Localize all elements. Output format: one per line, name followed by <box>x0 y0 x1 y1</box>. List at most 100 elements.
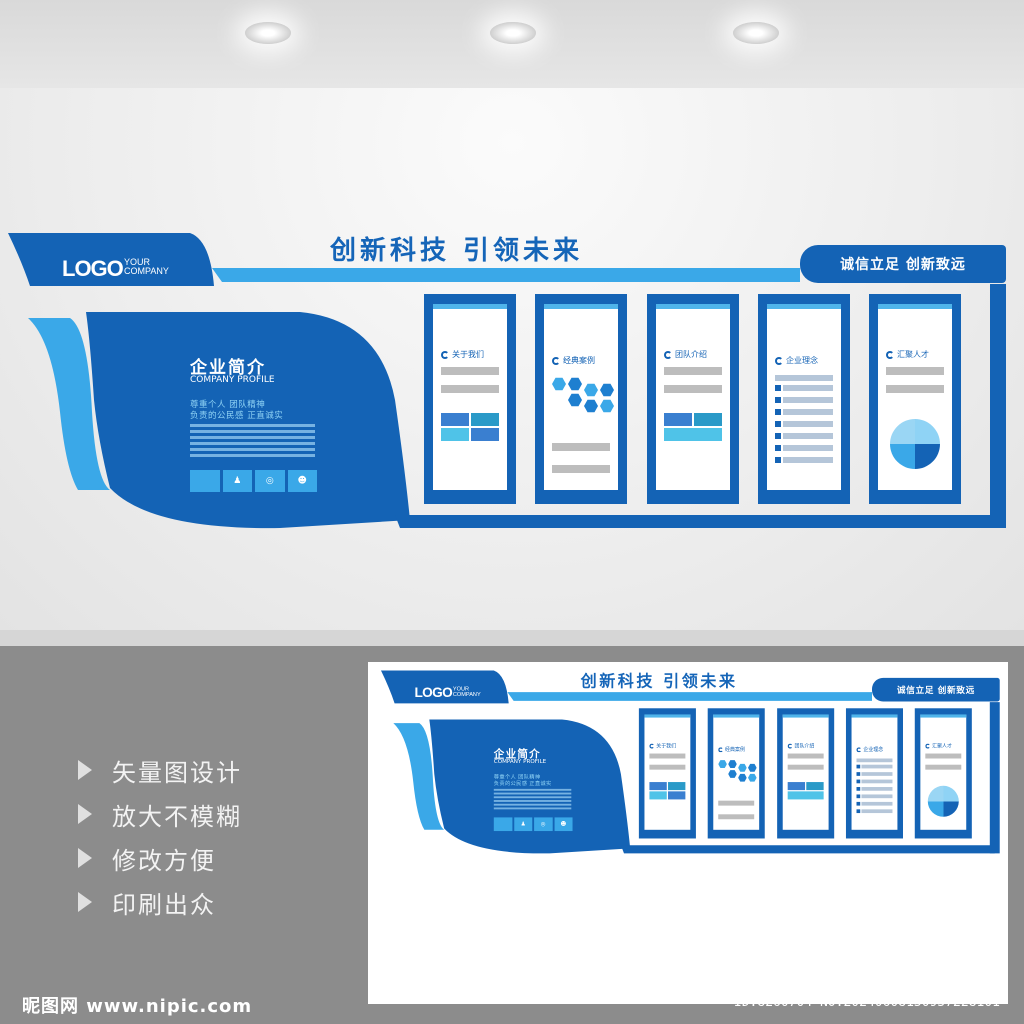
intro-title: 企业简介 <box>190 358 266 378</box>
feature-item: 印刷出众 <box>78 880 242 924</box>
panel-team: 团队介绍 <box>647 294 739 504</box>
intro-subtitle: COMPANY PROFILE <box>190 375 275 385</box>
logo-sub-line: COMPANY <box>452 690 481 698</box>
triangle-icon <box>78 804 92 824</box>
intro-title: 企业简介 <box>493 747 541 761</box>
base-rail <box>620 845 995 854</box>
right-rail <box>989 702 1000 854</box>
left-strip <box>28 318 110 490</box>
site-watermark: 昵图网 www.nipic.com <box>22 996 253 1017</box>
logo-sub-line: COMPANY <box>124 266 169 276</box>
ceiling <box>0 0 1024 88</box>
spotlight <box>733 22 779 44</box>
logo-text: LOGO <box>414 684 453 701</box>
intro-line: 尊重个人 团队精神 <box>493 774 541 781</box>
logo-sub-line: YOUR <box>124 257 151 267</box>
intro-line: 负责的公民感 正直诚实 <box>190 411 284 421</box>
ring-icon <box>718 747 724 752</box>
culture-wall-design-preview: 创新科技 引领未来 诚信立足 创新致远 LOGO YOUR COMPANY 企业… <box>376 662 1008 861</box>
team-icon: ☻ <box>554 817 573 832</box>
triangle-icon <box>78 848 92 868</box>
logo-tab <box>380 670 509 704</box>
panel-label: 关于我们 <box>452 350 484 359</box>
intro-icon-bar: ♟ ◎ ☻ <box>190 470 317 492</box>
panel-label: 经典案例 <box>725 746 745 753</box>
logo-sub-line: YOUR <box>452 685 470 692</box>
globe-icon: ◎ <box>534 817 553 832</box>
ring-icon <box>441 350 449 359</box>
logo-text: LOGO <box>62 256 124 281</box>
panel-talent: 汇聚人才 <box>914 708 972 839</box>
logo-tab <box>8 233 214 286</box>
intro-paragraph-placeholder <box>190 424 315 460</box>
wall-shapes <box>8 233 1006 529</box>
slogan-banner: 诚信立足 创新致远 <box>872 677 1000 702</box>
panel-about: 关于我们 <box>638 708 696 839</box>
ring-icon <box>664 350 672 359</box>
person-icon: ♟ <box>513 817 533 832</box>
panel-philosophy: 企业理念 <box>845 708 903 839</box>
triangle-icon <box>78 892 92 912</box>
spotlight <box>490 22 536 44</box>
exhibition-scene: 创新科技 引领未来 诚信立足 创新致远 LOGO YOUR COMPANY 企业… <box>0 0 1024 630</box>
logo-subtext: YOUR COMPANY <box>124 258 169 276</box>
title-underline <box>212 268 800 282</box>
intro-icon-bar: ♟ ◎ ☻ <box>493 817 573 832</box>
ring-icon <box>552 356 560 365</box>
ring-icon <box>775 356 783 365</box>
panel-label: 汇聚人才 <box>932 743 952 749</box>
feature-list: 矢量图设计 放大不模糊 修改方便 印刷出众 <box>78 748 242 924</box>
panel-label: 汇聚人才 <box>897 350 929 359</box>
team-icon: ☻ <box>287 470 317 492</box>
panel-cases: 经典案例 <box>707 708 765 839</box>
person-icon: ♟ <box>222 470 252 492</box>
feature-item: 放大不模糊 <box>78 792 242 836</box>
footer: 昵图网 www.nipic.com ID:8260704 NO:20240608… <box>0 984 1024 1024</box>
panel-label: 企业理念 <box>786 356 818 365</box>
intro-line: 负责的公民感 正直诚实 <box>493 780 552 788</box>
panel-talent: 汇聚人才 <box>869 294 961 504</box>
slogan-banner: 诚信立足 创新致远 <box>800 245 1006 283</box>
flat-preview: 创新科技 引领未来 诚信立足 创新致远 LOGO YOUR COMPANY 企业… <box>368 662 1008 1004</box>
culture-wall-design: 创新科技 引领未来 诚信立足 创新致远 LOGO YOUR COMPANY 企业… <box>8 233 1006 529</box>
panel-team: 团队介绍 <box>777 708 835 839</box>
ring-icon <box>886 350 894 359</box>
spotlight <box>245 22 291 44</box>
panel-label: 团队介绍 <box>675 350 707 359</box>
intro-shape <box>86 312 410 529</box>
globe-icon: ◎ <box>255 470 285 492</box>
intro-line: 尊重个人 团队精神 <box>190 400 266 410</box>
wall-title: 创新科技 引领未来 <box>330 236 584 266</box>
divider-strip <box>0 630 1024 646</box>
panel-label: 经典案例 <box>563 356 595 365</box>
base-rail <box>395 515 998 528</box>
preview-section: 矢量图设计 放大不模糊 修改方便 印刷出众 创新科技 引领未来 诚信立足 创新致… <box>0 630 1024 1024</box>
panel-about: 关于我们 <box>424 294 516 504</box>
panel-label: 企业理念 <box>863 746 884 753</box>
ring-icon <box>925 743 931 749</box>
wall-title: 创新科技 引领未来 <box>580 672 738 691</box>
logo-subtext: YOUR COMPANY <box>453 686 481 697</box>
feature-label: 放大不模糊 <box>112 802 242 831</box>
triangle-icon <box>78 760 92 780</box>
right-rail <box>990 284 1006 528</box>
feature-label: 印刷出众 <box>112 890 216 919</box>
left-strip <box>393 723 445 830</box>
feature-label: 矢量图设计 <box>112 758 242 787</box>
blank-icon <box>190 470 220 492</box>
ring-icon <box>649 743 655 749</box>
panel-label: 关于我们 <box>656 743 677 749</box>
preview-design-holder: 创新科技 引领未来 诚信立足 创新致远 LOGO YOUR COMPANY 企业… <box>368 662 1008 1004</box>
title-underline <box>507 692 872 701</box>
intro-shape <box>429 719 631 854</box>
panel-label: 团队介绍 <box>794 743 815 749</box>
intro-subtitle: COMPANY PROFILE <box>493 758 547 765</box>
intro-paragraph-placeholder <box>493 788 572 811</box>
feature-item: 矢量图设计 <box>78 748 242 792</box>
ring-icon <box>787 743 793 749</box>
pie-graphic <box>890 419 940 469</box>
ring-icon <box>856 747 862 752</box>
image-id: ID:8260704 NO:20240608150957228101 <box>733 995 1000 1010</box>
panel-cases: 经典案例 <box>535 294 627 504</box>
wall-shapes <box>380 670 1000 854</box>
